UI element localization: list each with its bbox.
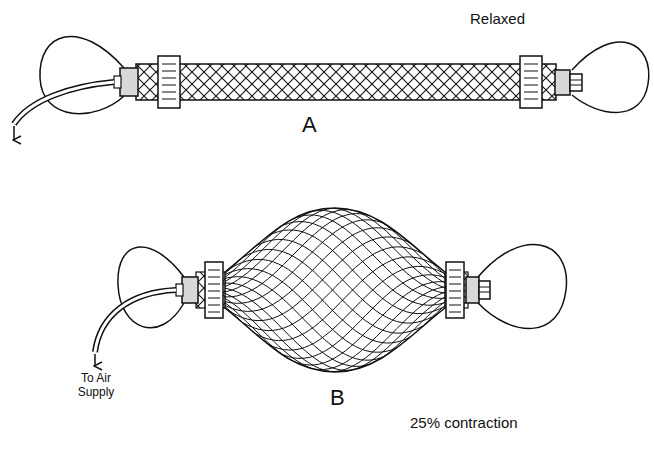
braid-fibre [222,257,448,341]
braid-fibre [222,254,243,272]
hose-label: To Air Supply [66,372,126,400]
braid-fibre [222,269,422,353]
braid-fibre [263,275,448,359]
braid-fibre [222,216,299,280]
state-label: 25% contraction [410,414,518,431]
braid-fibre [304,210,448,293]
braid-fibre [222,210,320,284]
braid-fibre [222,288,361,371]
figure-letter: A [302,112,317,137]
braid-fibre [222,228,422,312]
relaxed-muscle [14,36,649,140]
braid-fibre [222,247,448,331]
braid-fibre [222,277,402,361]
braid-fibre [222,301,299,365]
braid-fibre [243,230,449,314]
braid-fibre [222,292,340,372]
braid-fibre [422,307,448,330]
braid-fibre [222,214,381,297]
braid-fibre [366,300,448,367]
braid-fibre [402,306,448,346]
braid-fibre [222,208,340,288]
figure-letter: B [330,385,345,410]
contracted-muscle [95,208,566,372]
braid-fibre [222,306,263,342]
braid-fibre [325,291,448,372]
braid-fibre [222,297,320,371]
braid-fibre [386,303,448,356]
braid-fibre [243,266,449,350]
braid-fibre [222,210,361,293]
state-label: Relaxed [470,10,525,27]
braid-fibre [222,237,443,321]
braid-fibre [345,296,448,372]
